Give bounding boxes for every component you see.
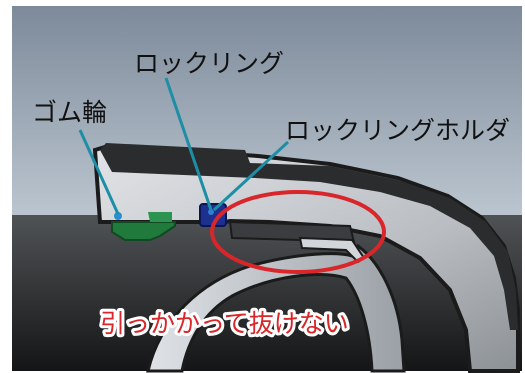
caption-text: 引っかかって抜けない: [100, 309, 349, 338]
leader-line-locking-ring: [164, 77, 213, 211]
locking-ring-marker: [208, 209, 214, 215]
label-rubber-ring: ゴム輪: [32, 98, 107, 127]
label-locking-ring-holder: ロックリングホルダ: [285, 116, 510, 145]
leader-line-rubber-ring: [78, 129, 120, 215]
rubber-ring: [111, 221, 176, 241]
rubber-ring-lip: [148, 212, 172, 222]
leader-line-locking-ring-holder: [212, 140, 290, 212]
caption-halo: 引っかかって抜けない: [100, 309, 349, 338]
rubber-ring-marker: [114, 212, 122, 220]
label-locking-ring: ロックリング: [134, 49, 284, 78]
emphasis-ellipse: [210, 190, 386, 274]
socket-wall: [92, 143, 520, 373]
socket-rim: [100, 143, 518, 330]
